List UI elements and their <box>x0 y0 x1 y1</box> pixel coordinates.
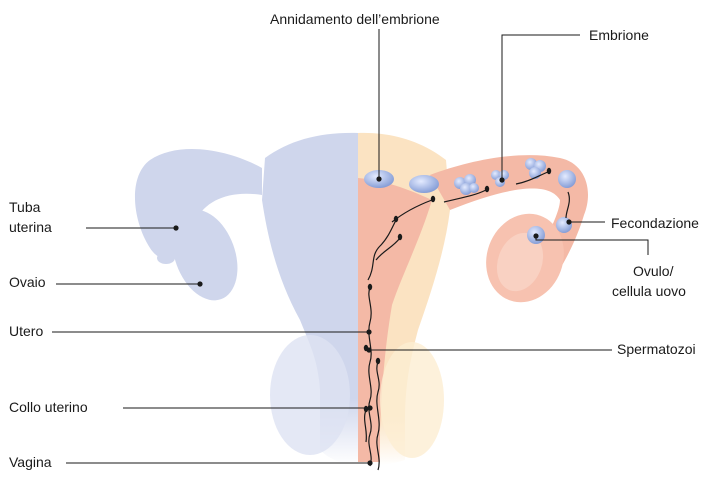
label-fecondazione: Fecondazione <box>611 215 699 231</box>
label-tuba-line1: Tuba <box>9 199 40 215</box>
zygote <box>558 170 576 188</box>
left-cervix-lobe <box>270 335 350 455</box>
label-annidamento: Annidamento dell’embrione <box>270 11 440 27</box>
blastocyst <box>409 175 439 193</box>
label-vagina: Vagina <box>9 454 52 470</box>
label-spermatozoi: Spermatozoi <box>617 341 696 357</box>
fertilization-cell <box>556 217 572 233</box>
label-collo-uterino: Collo uterino <box>9 399 88 415</box>
label-ovulo-line1: Ovulo/ <box>633 263 673 279</box>
label-ovaio: Ovaio <box>9 274 46 290</box>
label-tuba-line2: uterina <box>9 219 52 235</box>
right-cervix-lobe <box>380 342 444 458</box>
label-ovulo-line2: cellula uovo <box>612 283 686 299</box>
label-utero: Utero <box>9 323 43 339</box>
label-embrione: Embrione <box>589 27 649 43</box>
uterus-left-half <box>135 133 358 465</box>
